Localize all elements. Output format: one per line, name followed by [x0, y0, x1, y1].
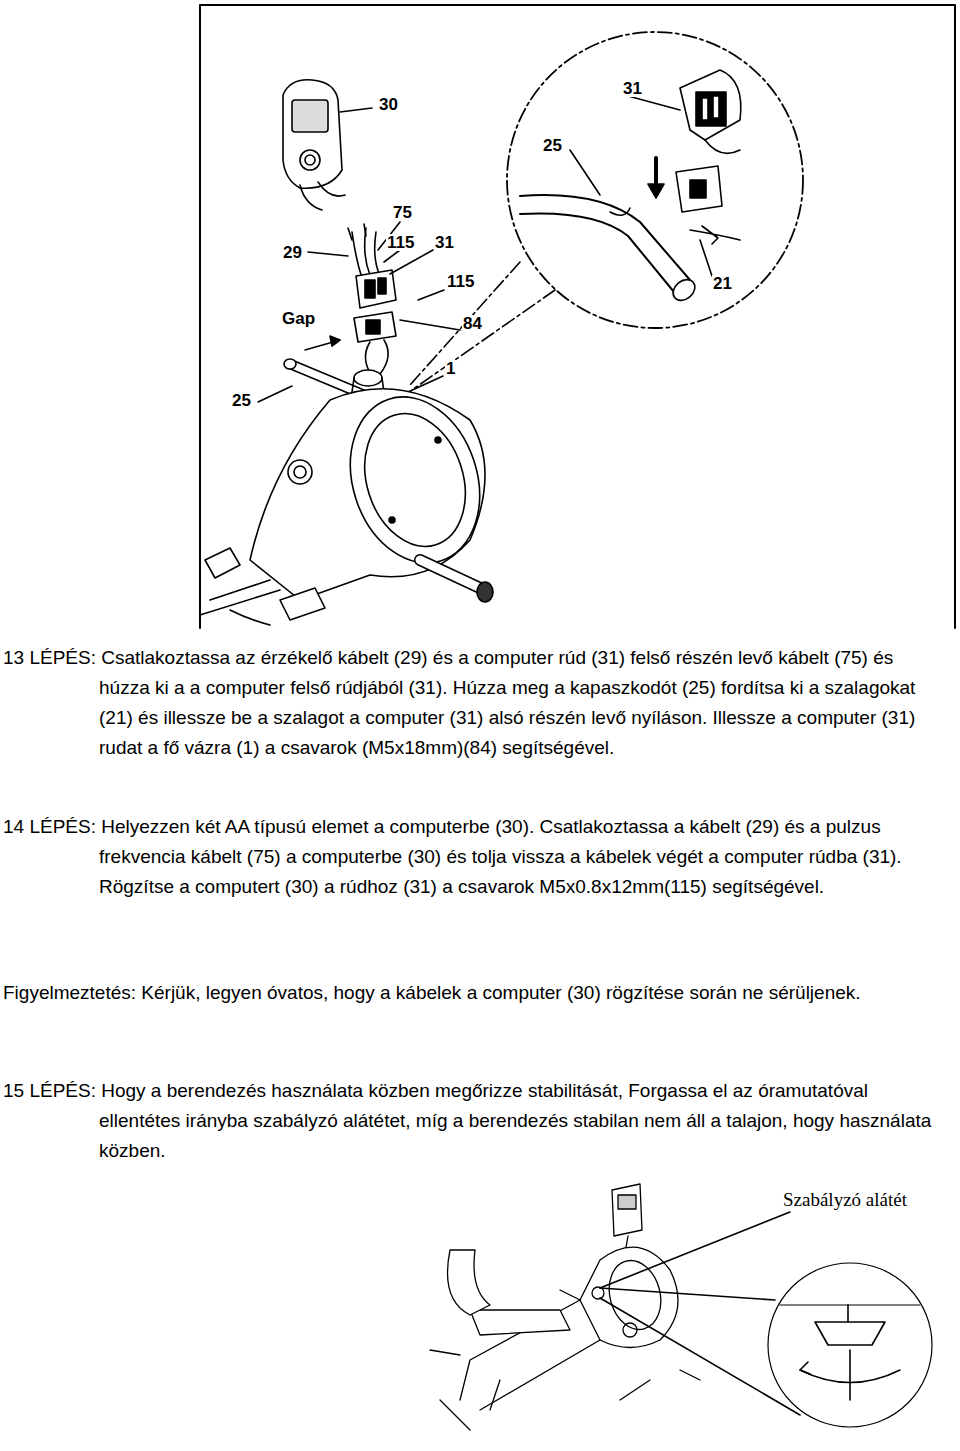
callout-number: 115 — [446, 273, 475, 290]
callout-number: 25 — [542, 137, 563, 154]
callout-number: 31 — [622, 80, 643, 97]
step-text: 13 LÉPÉS: Csatlakoztassa az érzékelő káb… — [3, 643, 948, 763]
leveler-detail — [768, 1263, 932, 1427]
callout-number: 25 — [231, 392, 252, 409]
detail-circle — [507, 32, 803, 328]
callout-number: 115 — [386, 234, 415, 251]
bottom-machine — [430, 1184, 700, 1430]
callout-number: 31 — [434, 234, 455, 251]
callout-number: Gap — [281, 310, 316, 327]
step-text: 15 LÉPÉS: Hogy a berendezés használata k… — [3, 1076, 948, 1166]
step-text: 14 LÉPÉS: Helyezzen két AA típusú elemet… — [3, 812, 948, 902]
warning-text: Figyelmeztetés: Kérjük, legyen óvatos, h… — [3, 978, 948, 1008]
callout-number: 29 — [282, 244, 303, 261]
part-label: Szabályzó alátét — [782, 1190, 908, 1209]
callout-number: 21 — [712, 275, 733, 292]
detail-parts — [520, 70, 741, 305]
callout-number: 1 — [445, 360, 456, 377]
computer-console — [283, 80, 345, 210]
figure-frame — [200, 5, 955, 628]
machine-body — [200, 359, 500, 625]
callout-number: 30 — [378, 96, 399, 113]
callout-number: 84 — [462, 315, 483, 332]
callout-number: 75 — [392, 204, 413, 221]
